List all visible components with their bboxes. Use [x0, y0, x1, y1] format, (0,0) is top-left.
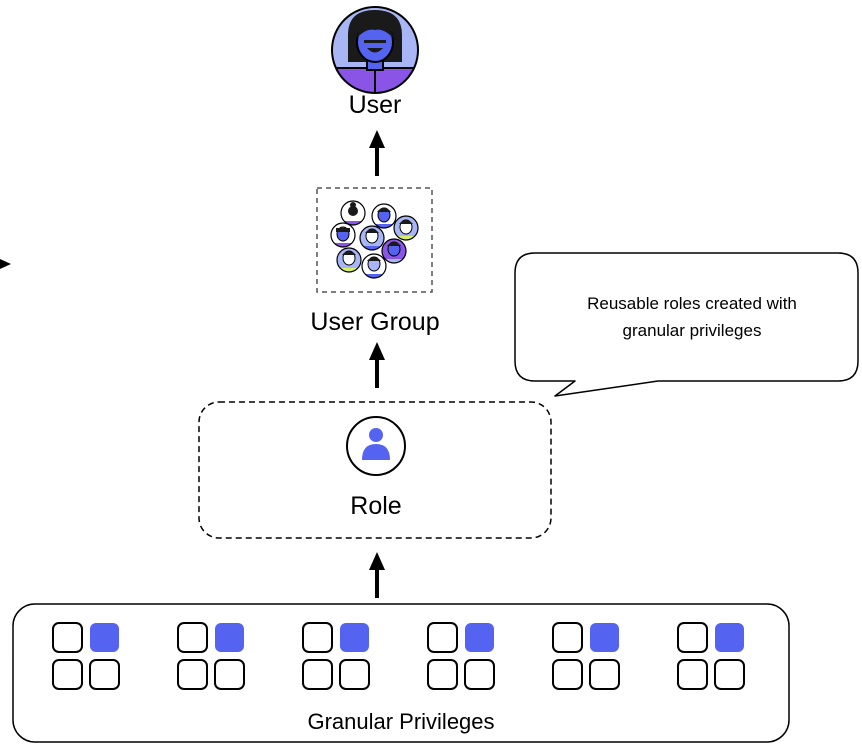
privilege-grid-icon — [52, 622, 745, 690]
arrow-role-to-group — [369, 342, 385, 388]
partial-arrow-head — [0, 259, 11, 269]
user-group-label: User Group — [310, 308, 439, 336]
user-avatar-icon — [331, 6, 419, 94]
callout-text-line1: Reusable roles created with — [587, 294, 797, 313]
role-person-icon — [346, 416, 406, 476]
privilege-group-1 — [52, 622, 120, 690]
user-label: User — [349, 91, 402, 119]
privilege-group-2 — [177, 622, 245, 690]
role-label: Role — [350, 492, 401, 520]
privilege-group-4 — [427, 622, 495, 690]
user-group-box — [316, 187, 433, 293]
arrow-group-to-user — [369, 130, 385, 176]
arrow-privileges-to-role — [369, 552, 385, 598]
callout-text-line2: granular privileges — [623, 321, 762, 340]
role-box — [198, 401, 552, 539]
privileges-box — [12, 603, 790, 743]
user-group-avatars-icon — [330, 200, 419, 279]
privilege-group-3 — [302, 622, 370, 690]
privileges-label: Granular Privileges — [307, 709, 494, 734]
callout-bubble — [514, 252, 859, 397]
privilege-group-5 — [552, 622, 620, 690]
privilege-group-6 — [677, 622, 745, 690]
